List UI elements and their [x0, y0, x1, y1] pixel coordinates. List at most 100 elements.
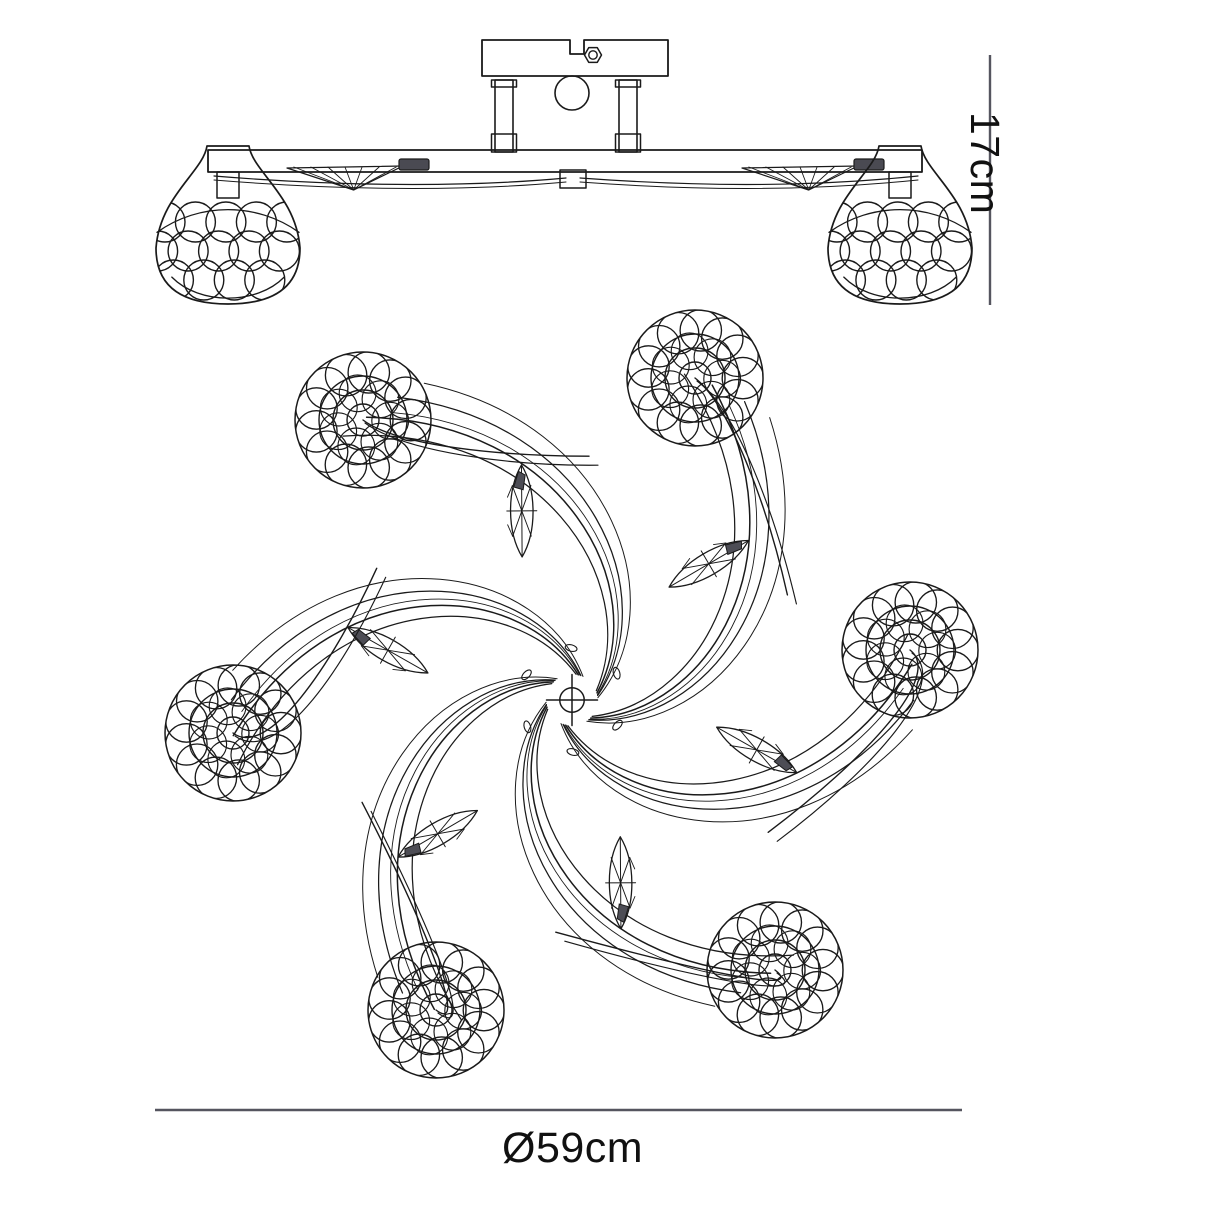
crystal-ball-inner: [241, 714, 280, 753]
leaf-facet-t2: [420, 852, 434, 856]
post-collar-top: [490, 79, 518, 88]
leaf-facet-t1: [456, 828, 465, 840]
crystal-ball-inner: [360, 422, 399, 461]
leaf-facet: [765, 166, 810, 191]
bar-leaf-crystal-right: [741, 158, 885, 191]
arm-filament: [391, 412, 619, 696]
arm-tip-curl-5: [232, 567, 378, 739]
arm-joint-nub: [612, 666, 621, 680]
leaf-facet: [808, 166, 852, 191]
crystal-ball: [238, 672, 282, 715]
shade-hub-ring-1: [650, 333, 740, 423]
arm-ribbon-edge-3: [536, 708, 795, 957]
arm-joint-nub: [523, 720, 532, 734]
crystal-ball: [852, 660, 896, 704]
arm-ribbon-edge-1: [589, 384, 751, 719]
arm-ribbon-edge-4: [560, 723, 913, 823]
crystal-ball: [384, 376, 427, 420]
leaf-facet: [353, 166, 380, 191]
arm-joint-nub: [521, 669, 532, 681]
post-collar-bottom: [490, 133, 518, 153]
shade-body-outline: [155, 145, 301, 305]
shade-top: [626, 309, 764, 447]
post-body: [494, 79, 514, 153]
crystal-ball: [915, 589, 959, 632]
arm-6: [342, 382, 631, 699]
crystal-ball: [197, 230, 240, 272]
crystal-ball: [759, 902, 803, 944]
plan-shades: [164, 309, 979, 1079]
arm-tip-curl-2: [767, 649, 919, 833]
crystal-ball: [721, 356, 763, 400]
shade-outer-circle: [294, 351, 432, 489]
crystal-ball: [156, 201, 186, 243]
ceiling-mount-plate: [481, 39, 669, 77]
arm-ribbon-edge-3: [411, 682, 553, 1021]
crystal-ball: [855, 259, 897, 301]
leaf-facet: [808, 166, 835, 191]
arm-tip-curl-inner-6: [364, 422, 599, 466]
crystal-ball-inner: [918, 631, 957, 670]
post-collar-bottom: [614, 133, 642, 153]
arm-ribbon-edge-1: [396, 681, 555, 1011]
shade-hub-ring-3: [893, 633, 927, 667]
leaf-facet-d2: [610, 857, 631, 909]
crystal-ball: [183, 259, 225, 301]
arm-4: [362, 669, 558, 1021]
crystal-ball: [441, 949, 485, 992]
arm-filament: [390, 680, 556, 991]
leaf-ferrule: [724, 540, 743, 556]
crystal-ball: [235, 201, 278, 243]
crystal-ball: [839, 230, 881, 272]
arm-leaf-crystal-1: [668, 539, 750, 588]
crystal-ball-inner: [693, 338, 732, 377]
shade-hub-ring-1: [865, 605, 955, 695]
crystal-ball-inner: [231, 693, 270, 732]
leaf-ferrule: [398, 158, 430, 171]
crystal-ball: [420, 1036, 464, 1078]
crystal-ball: [885, 259, 927, 301]
crystal-ball-inner: [230, 735, 269, 774]
elevation-view: [155, 39, 973, 305]
leaf-facet: [344, 166, 355, 191]
arm-ribbon-edge-4: [362, 676, 558, 978]
bar-leaf-crystal-left: [286, 158, 430, 191]
crystal-ball: [931, 650, 974, 694]
mount-post-2: [614, 79, 642, 153]
crystal-ball: [205, 201, 247, 243]
leaf-facet-d2: [729, 745, 784, 755]
post-collar-top: [614, 79, 642, 88]
crystal-ball: [828, 259, 867, 301]
crystal-ball: [462, 988, 504, 1032]
crystal-ball-inner: [371, 401, 410, 440]
arm-ribbon-edge-3: [236, 615, 577, 766]
leaf-facet-d2: [511, 485, 532, 537]
arm-leaf-crystal-6: [506, 464, 538, 558]
crystal-ball: [780, 909, 824, 952]
shade-crystal-balls: [627, 310, 763, 446]
crystal-ball-inner: [361, 380, 400, 419]
shade-stem: [888, 171, 912, 199]
crystal-ball: [213, 259, 256, 301]
arm-ribbon-edge-4: [232, 578, 584, 677]
shade-bottom-right: [706, 901, 844, 1039]
arm-ribbon-edge-3: [591, 373, 736, 718]
crystal-ball: [266, 201, 300, 243]
crystal-ball: [254, 689, 297, 733]
crystal-ball: [389, 398, 431, 442]
shade-outer-circle: [841, 581, 979, 719]
arm-ribbon-edge-4: [586, 417, 786, 724]
leaf-facet: [353, 166, 397, 191]
crystal-ball: [877, 201, 919, 243]
arm-joint-nub: [566, 748, 580, 756]
arm-ribbon-edge-2: [562, 699, 915, 810]
diameter-dimension-label: Ø59cm: [502, 1124, 644, 1172]
crystal-ball: [156, 259, 195, 301]
shade-stem: [216, 171, 240, 199]
arm-ribbon-edge-1: [564, 663, 913, 796]
leaf-facet: [748, 166, 810, 191]
arm-sweep-left: [213, 175, 567, 186]
arm-filament: [526, 704, 747, 979]
